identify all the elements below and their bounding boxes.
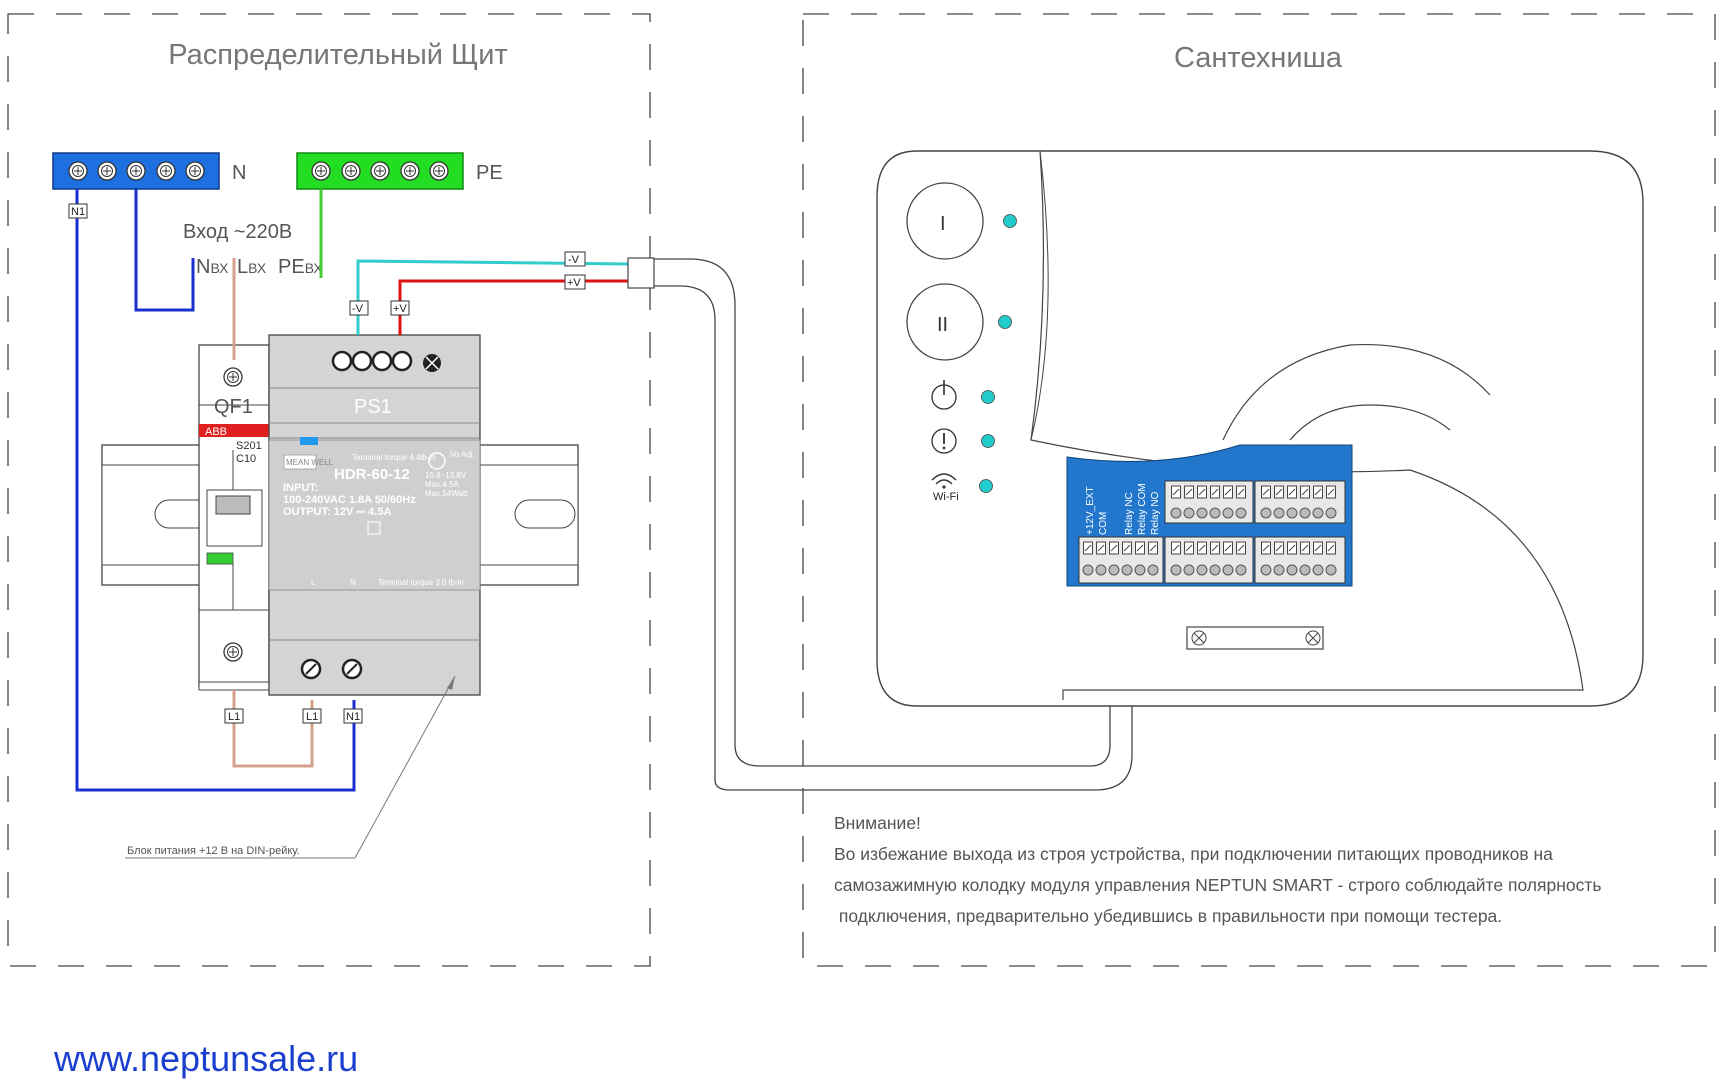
pe-busbar (296, 152, 464, 190)
n-busbar (52, 152, 220, 190)
breaker-qf1 (198, 344, 270, 691)
psu-spec3: Max.54Watt (425, 489, 468, 498)
breaker-name: QF1 (214, 396, 253, 418)
breaker-model: S201 (236, 440, 262, 452)
panel-right-title: Сантехниша (1174, 42, 1343, 74)
svg-text:N1: N1 (71, 206, 85, 218)
psu-model: HDR-60-12 (334, 466, 410, 483)
psu-ps1 (268, 334, 481, 696)
pin-label-relay-nc: Relay NC (1124, 492, 1135, 535)
svg-text:L1: L1 (306, 711, 318, 723)
svg-text:N1: N1 (346, 711, 360, 723)
n-busbar-label: N (232, 162, 246, 184)
psu-vo-adj: Vo Adj. (450, 450, 475, 459)
control-module (876, 150, 1644, 707)
input-l-label: LВХ (237, 256, 267, 278)
svg-text:L1: L1 (228, 711, 240, 723)
button-1-label: I (940, 213, 946, 235)
input-title: Вход ~220В (183, 221, 292, 243)
psu-input-value: 100-240VAC 1.8A 50/60Hz (283, 494, 416, 506)
psu-note: Блок питания +12 В на DIN-рейку. (127, 845, 300, 857)
svg-text:+V: +V (567, 277, 581, 289)
pe-busbar-label: PE (476, 162, 503, 184)
cable-sheath (628, 258, 1133, 791)
website-link[interactable]: www.neptunsale.ru (53, 1038, 358, 1079)
psu-spec1: 10.8~13.8V (425, 471, 467, 480)
button-2-label: II (937, 314, 948, 336)
warning-title: Внимание! (834, 813, 921, 833)
svg-text:-V: -V (568, 254, 580, 266)
tag-minus-v-psu: -V (349, 300, 369, 316)
svg-text:-V: -V (352, 303, 364, 315)
tag-n1-psu: N1 (343, 708, 363, 724)
tag-l1-breaker: L1 (224, 708, 244, 724)
psu-name: PS1 (354, 396, 392, 418)
psu-n-terminal: N (350, 578, 356, 587)
pin-label-relay-no: Relay NO (1150, 491, 1161, 535)
wifi-icon (931, 473, 957, 489)
input-n-label: NВХ (196, 256, 229, 278)
psu-note-arrow (447, 676, 455, 690)
psu-l-terminal: L (311, 578, 316, 587)
cable-gland-left (627, 257, 655, 289)
warning-line-3: подключения, предварительно убедившись в… (834, 906, 1502, 926)
panel-left-border (7, 13, 651, 967)
breaker-brand: ABB (205, 426, 227, 438)
psu-note-leader (354, 675, 456, 859)
warning-line-1: Во избежание выхода из строя устройства,… (834, 844, 1553, 864)
tag-plus-v-psu: +V (390, 300, 410, 316)
psu-torque-top: Terminal torque 4.4lb-in (352, 453, 436, 462)
tag-n1-top: N1 (68, 203, 88, 219)
pin-label-relay-com: Relay COM (1137, 483, 1148, 535)
input-pe-label: PEВХ (278, 256, 323, 278)
panel-left-title: Распределительный Щит (168, 39, 507, 71)
tag-minus-v-cable: -V (564, 251, 586, 267)
breaker-rating: C10 (236, 453, 256, 465)
psu-brand: MEAN WELL (286, 458, 334, 467)
wifi-label: Wi-Fi (933, 491, 959, 503)
wire-plus-psu (398, 279, 628, 335)
wire-n-bus-to-input (134, 189, 195, 312)
warning-line-2: самозажимную колодку модуля управления N… (834, 875, 1602, 895)
tag-plus-v-cable: +V (564, 274, 586, 290)
alert-icon (931, 428, 957, 454)
psu-spec2: Max.4.5A (425, 480, 459, 489)
pin-label-com: COM (1098, 512, 1109, 535)
psu-output-value: OUTPUT: 12V ⎓ 4.5A (283, 506, 391, 518)
panel-right-border (802, 13, 1716, 967)
psu-input-label: INPUT: (283, 482, 318, 494)
pin-label-12v: +12V_EXT (1085, 486, 1096, 535)
wire-l1-breaker-to-psu (232, 690, 314, 768)
tag-l1-psu: L1 (302, 708, 322, 724)
svg-text:+V: +V (393, 303, 407, 315)
wire-n1-bus-to-psu (75, 189, 356, 792)
psu-torque-bottom: Terminal torque 3.0 lb-in (378, 578, 464, 587)
